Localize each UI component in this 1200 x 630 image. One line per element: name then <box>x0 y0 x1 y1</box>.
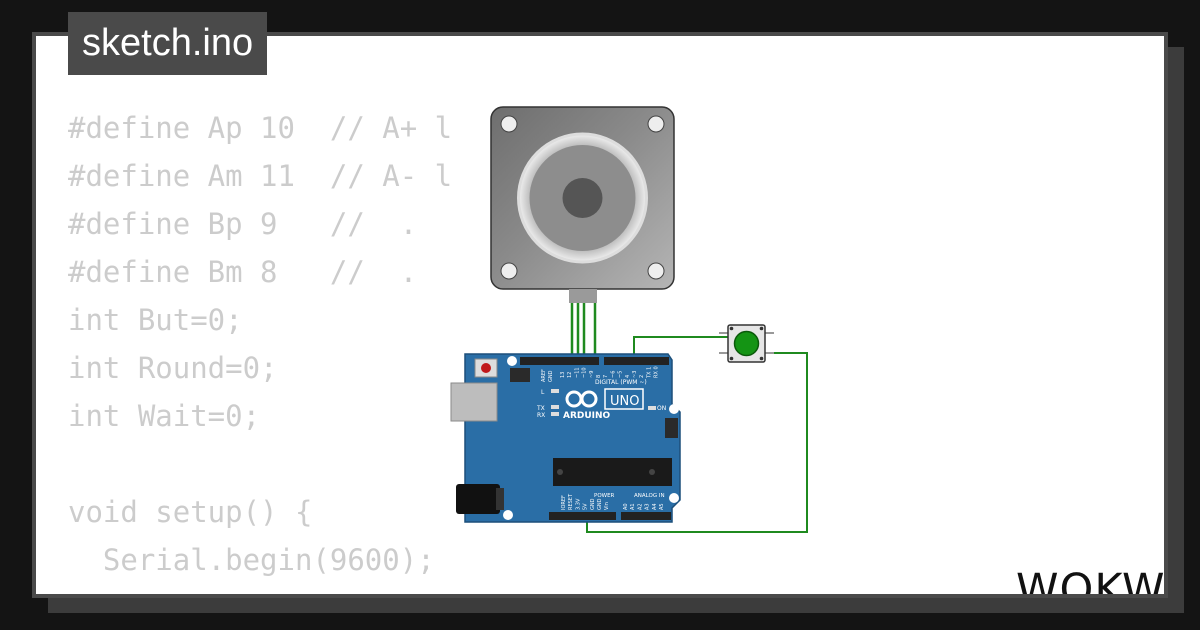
tx-label: TX <box>536 405 545 412</box>
circuit-diagram: ARDUINO UNO DIGITAL (PWM ~) ON L TX RX P… <box>450 106 808 533</box>
pin-label: GND <box>597 498 603 510</box>
preview-card: #define Ap 10 // A+ l #define Am 11 // A-… <box>32 32 1168 598</box>
arduino-brand: ARDUINO <box>563 411 611 421</box>
pin-label: ~9 <box>589 371 595 378</box>
digital-label: DIGITAL (PWM ~) <box>595 379 647 386</box>
pin-label: A4 <box>652 503 658 510</box>
button-wire-bottom <box>586 352 808 533</box>
code-line: int Round=0; <box>68 351 278 385</box>
arduino-model: UNO <box>610 394 639 409</box>
pin-label: ~11 <box>574 367 580 378</box>
wokwi-logo: WOKWI <box>1016 565 1168 598</box>
pin-label: 8 <box>596 375 602 378</box>
stepper-motor[interactable] <box>490 106 675 303</box>
pin-label: A5 <box>659 503 665 510</box>
code-line: int Wait=0; <box>68 399 261 433</box>
pin-label: RESET <box>568 493 574 510</box>
rx-label: RX <box>537 412 545 419</box>
code-preview: #define Ap 10 // A+ l #define Am 11 // A-… <box>68 104 453 594</box>
wokwi-logo-text: WOKWI <box>1016 565 1168 598</box>
power-label: POWER <box>594 493 615 499</box>
pin-label: A0 <box>623 503 629 510</box>
pin-label: 4 <box>625 375 631 378</box>
code-line: #define Ap 10 // A+ l <box>68 111 453 145</box>
pin-label: ~3 <box>632 371 638 378</box>
code-line: #define Bm 8 // . <box>68 255 418 289</box>
sketch-title: sketch.ino <box>68 12 268 75</box>
pin-label: Vin <box>604 502 610 510</box>
pin-label: GND <box>590 498 596 510</box>
pin-label: ~10 <box>582 367 588 378</box>
arduino-uno-board[interactable]: ARDUINO UNO DIGITAL (PWM ~) ON L TX RX P… <box>450 353 681 523</box>
pin-label: A1 <box>630 503 636 510</box>
code-line: void setup() { <box>68 495 313 529</box>
code-line: #define Bp 9 // . <box>68 207 418 241</box>
pin-label: 5V <box>583 503 589 510</box>
pin-label: 7 <box>603 375 609 378</box>
pin-label: 12 <box>567 372 573 378</box>
pin-label: IOREF <box>561 495 567 510</box>
push-button[interactable] <box>719 324 774 363</box>
code-line: Serial.begin(9600); <box>68 543 435 577</box>
aref-label: AREF <box>541 369 547 382</box>
pin-label: 3.3V <box>575 498 581 510</box>
code-line: pinMode(4, INPUT); <box>68 584 452 594</box>
pin-label: 13 <box>560 372 566 378</box>
pin-label: ~5 <box>618 371 624 378</box>
code-line: #define Am 11 // A- l <box>68 159 453 193</box>
pin-label: 2 <box>639 375 645 378</box>
gnd-label: GND <box>548 370 554 382</box>
motor-wires <box>570 303 597 362</box>
pin-label: A3 <box>645 503 651 510</box>
pin-label: ~6 <box>610 371 616 378</box>
code-line: int But=0; <box>68 303 243 337</box>
l-label: L <box>541 389 545 396</box>
pin-label: RX 0 <box>654 366 660 378</box>
analog-label: ANALOG IN <box>634 493 665 499</box>
pin-label: A2 <box>637 503 643 510</box>
on-label: ON <box>657 405 666 412</box>
pin-label: TX 1 <box>646 367 652 379</box>
